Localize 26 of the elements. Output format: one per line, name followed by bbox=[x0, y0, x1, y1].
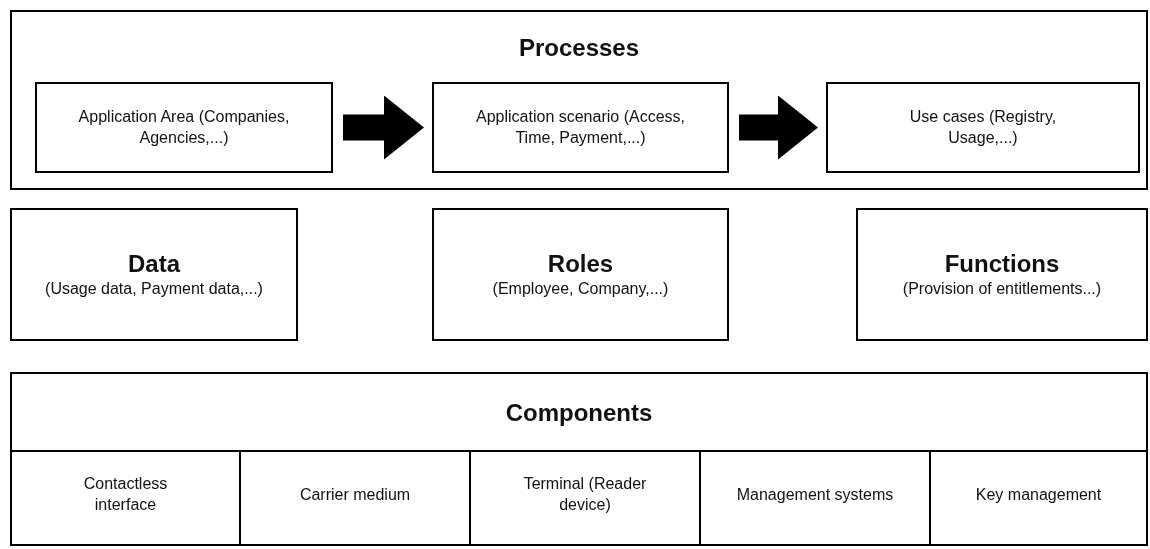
description: Carrier medium bbox=[299, 484, 411, 505]
process-box bbox=[35, 82, 333, 173]
category-box bbox=[10, 208, 298, 341]
category-box bbox=[856, 208, 1148, 341]
description: (Employee, Company,...) bbox=[492, 278, 669, 299]
heading: Data bbox=[128, 249, 180, 279]
description: Application Area (Companies, Agencies,...) bbox=[77, 106, 291, 148]
description: (Provision of entitlements...) bbox=[902, 278, 1102, 299]
heading: Components bbox=[505, 398, 653, 428]
category-box bbox=[432, 208, 729, 341]
heading: Roles bbox=[547, 249, 614, 279]
group-panel bbox=[10, 372, 1148, 546]
description: Contactless interface bbox=[82, 474, 169, 515]
group-panel bbox=[10, 10, 1148, 190]
description: Application scenario (Access, Time, Payment,...) bbox=[475, 106, 686, 148]
heading: Processes bbox=[518, 33, 640, 63]
block-arrow bbox=[343, 95, 424, 160]
heading: Functions bbox=[944, 249, 1060, 279]
description: Key management bbox=[975, 484, 1102, 505]
description: Use cases (Registry, Usage,...) bbox=[908, 106, 1058, 148]
process-box bbox=[432, 82, 729, 173]
process-box bbox=[826, 82, 1140, 173]
description: Terminal (Reader device) bbox=[522, 474, 648, 515]
description: (Usage data, Payment data,...) bbox=[45, 278, 263, 299]
description: Management systems bbox=[736, 484, 894, 505]
block-arrow bbox=[739, 95, 818, 160]
